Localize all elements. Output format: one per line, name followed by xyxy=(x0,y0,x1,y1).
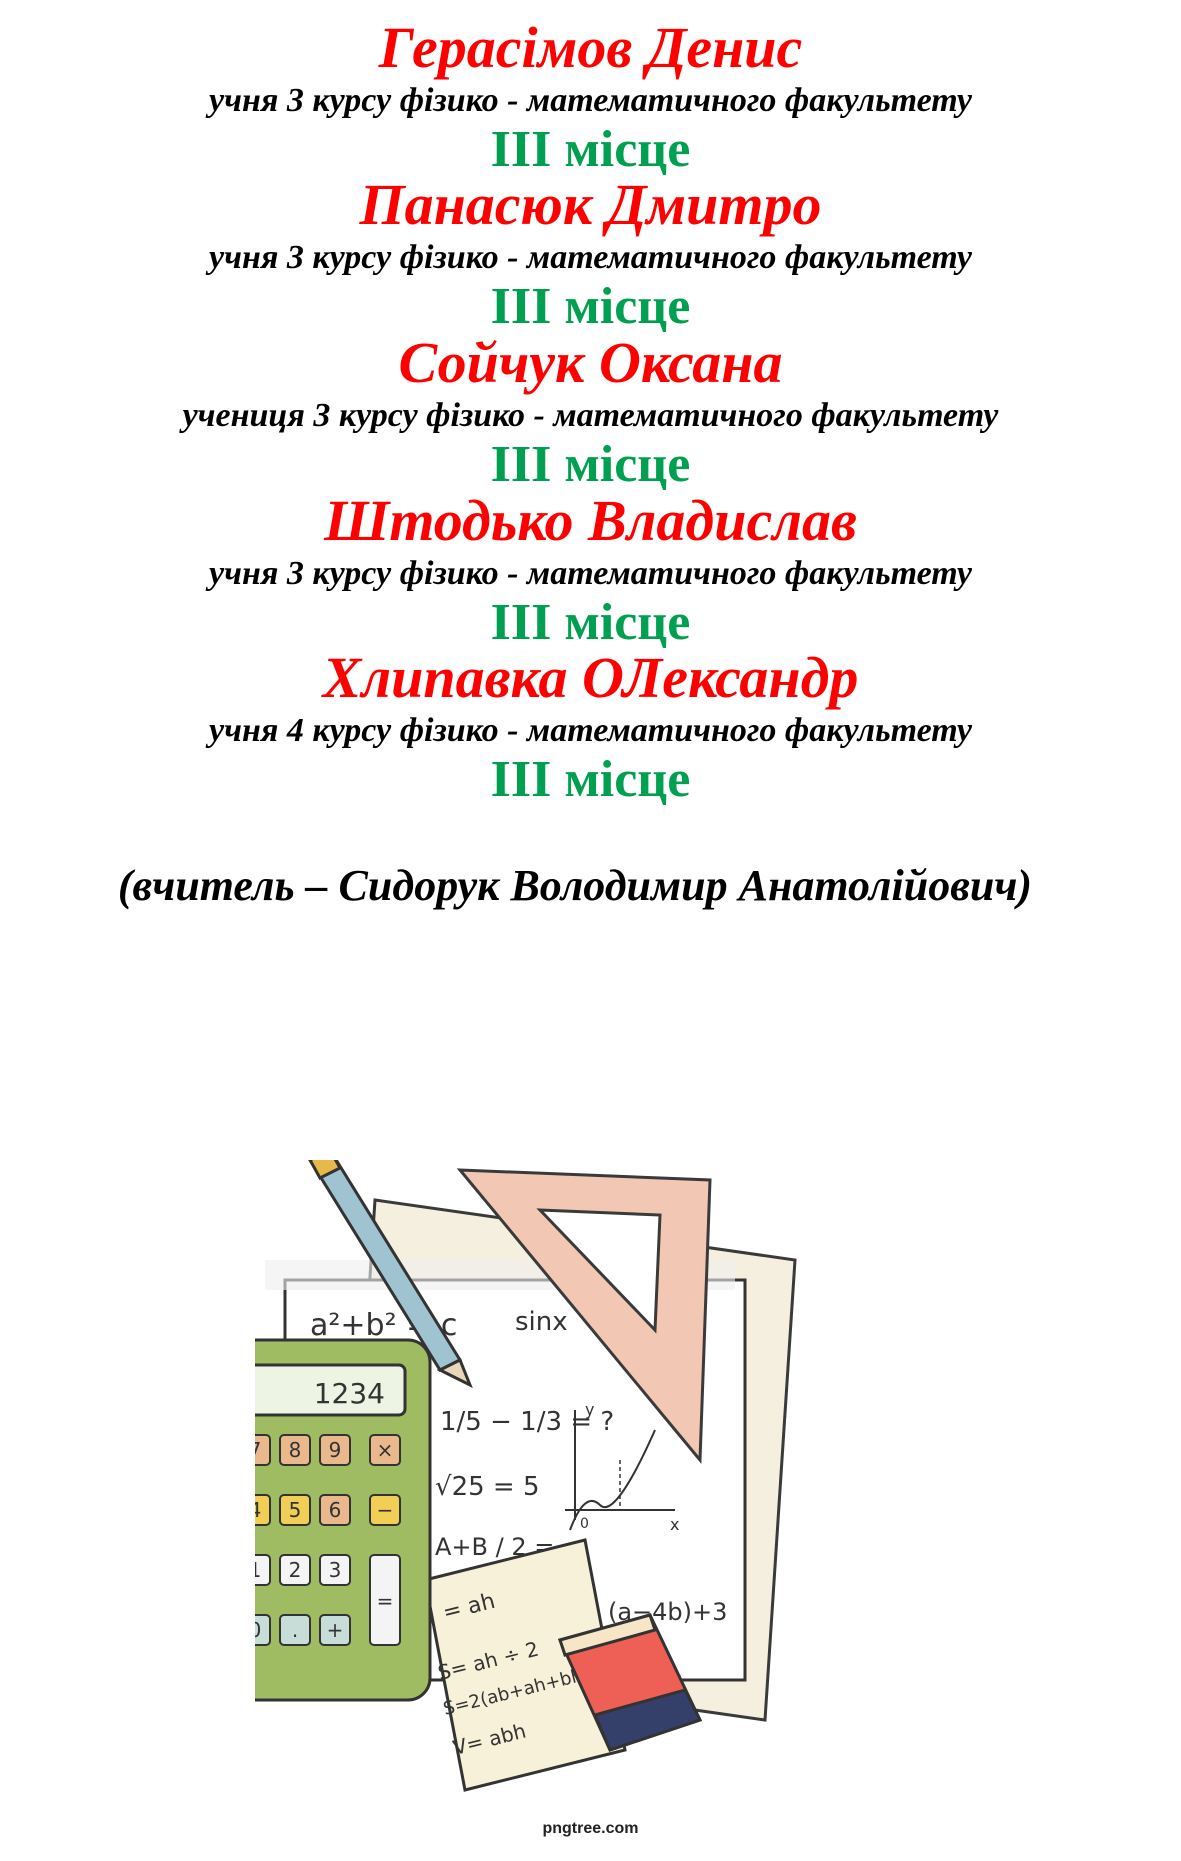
graph-label: y xyxy=(585,1400,594,1419)
calculator-key: × xyxy=(377,1438,394,1462)
place-label: ІІІ місце xyxy=(490,278,691,335)
calculator-key: = xyxy=(377,1589,394,1613)
illustration-svg: a²+b² = c sinx =z 1/5 − 1/3 = ? √25 = 5 … xyxy=(218,1148,797,1792)
student-name: Штодько Владислав xyxy=(324,488,857,553)
teacher-line: (вчитель – Сидорук Володимир Анатолійови… xyxy=(117,861,1033,910)
formula: √25 = 5 xyxy=(435,1472,540,1502)
calculator-key: 5 xyxy=(289,1498,302,1522)
calculator-key: 4 xyxy=(255,1498,261,1522)
graph-curve xyxy=(569,1429,656,1531)
formula: 1/5 − 1/3 = ? xyxy=(440,1407,614,1437)
student-name: Хлипавка ОЛександр xyxy=(322,645,859,710)
watermark-caption: pngtree.com xyxy=(542,1820,639,1837)
place-label: ІІІ місце xyxy=(490,436,691,493)
graph-label: 0 xyxy=(580,1516,589,1532)
calculator-key: 3 xyxy=(329,1558,342,1582)
calculator-icon: 1234 7 8 9 × 4 5 6 − xyxy=(218,1338,432,1702)
formula-note: = ah S= ah ÷ 2 S=2(ab+ah+bh) V= abh xyxy=(423,1538,627,1792)
eraser-icon xyxy=(557,1613,703,1752)
calculator-key: 8 xyxy=(289,1438,302,1462)
calculator-key: + xyxy=(327,1618,344,1642)
calculator-key: 9 xyxy=(329,1438,342,1462)
student-description: учня 3 курсу фізико - математичного факу… xyxy=(209,82,972,119)
calculator-key: 0 xyxy=(255,1618,261,1642)
calculator-key: 7 xyxy=(255,1438,261,1462)
student-name: Герасімов Денис xyxy=(378,15,803,80)
calculator-key: 2 xyxy=(289,1558,302,1582)
place-label: ІІІ місце xyxy=(490,121,691,178)
math-illustration: a²+b² = c sinx =z 1/5 − 1/3 = ? √25 = 5 … xyxy=(218,1148,955,1800)
calculator-display-value: 1234 xyxy=(314,1377,385,1410)
student-description: учня 4 курсу фізико - математичного факу… xyxy=(209,712,972,749)
place-label: ІІІ місце xyxy=(490,751,691,808)
student-description: учня 3 курсу фізико - математичного факу… xyxy=(209,555,972,592)
graph-label: x xyxy=(670,1515,679,1534)
calculator-key: 1 xyxy=(255,1558,261,1582)
calculator-key: . xyxy=(292,1618,298,1642)
student-description: учня 3 курсу фізико - математичного факу… xyxy=(209,239,972,276)
place-label: ІІІ місце xyxy=(490,594,691,651)
formula: sinx xyxy=(515,1307,568,1337)
calculator-key: − xyxy=(377,1498,394,1522)
student-description: учениця 3 курсу фізико - математичного ф… xyxy=(182,397,999,434)
calculator-key: 6 xyxy=(329,1498,342,1522)
student-name: Сойчук Оксана xyxy=(398,330,783,395)
student-name: Панасюк Дмитро xyxy=(359,172,822,237)
